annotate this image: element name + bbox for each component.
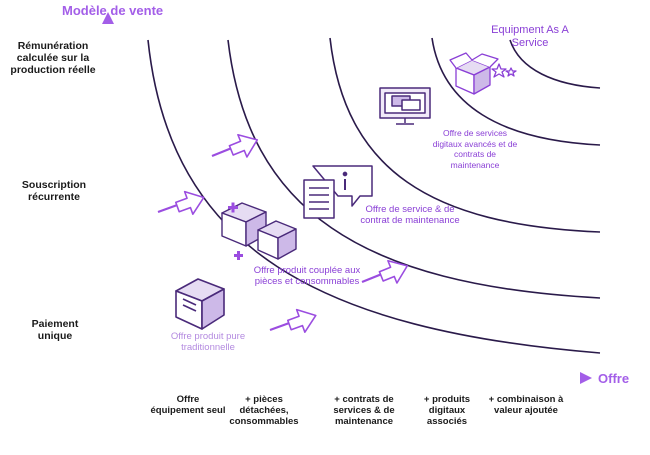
arrow-2: [211, 133, 259, 158]
x-level-parts: + pièces détachées, consommables: [229, 394, 299, 427]
offer-label-service: Offre de service & de contrat de mainten…: [360, 204, 460, 226]
arc-4: [431, 37, 601, 146]
x-level-digital: + produits digitaux associés: [423, 394, 471, 427]
x-level-services: + contrats de services & de maintenance: [333, 394, 395, 427]
document-info-icon: [303, 165, 373, 219]
offer-label-traditional: Offre produit pure traditionnelle: [170, 331, 246, 353]
x-axis-arrowhead: [580, 372, 592, 384]
offer-label-parts: Offre produit couplée aux pièces et cons…: [253, 265, 361, 287]
arrow-3: [269, 308, 317, 334]
arc-2: [227, 39, 601, 299]
progression-arrows: [157, 133, 409, 334]
arc-3: [329, 37, 601, 233]
arc-5: [509, 39, 601, 89]
y-level-recurring: Souscription récurrente: [21, 179, 87, 203]
box-stars-icon: [449, 52, 517, 95]
arc-1: [147, 39, 601, 354]
offer-label-digital: Offre de services digitaux avancés et de…: [432, 128, 518, 170]
x-level-equipment: Offre équipement seul: [150, 394, 226, 416]
boxes-plus-icon: [221, 202, 297, 260]
y-level-one-time: Paiement unique: [31, 318, 79, 342]
offer-label-eaas: Equipment As A Service: [491, 24, 569, 49]
x-axis-title: Offre: [598, 371, 630, 386]
y-axis-arrowhead: [102, 12, 114, 24]
maturity-arcs: [147, 37, 601, 354]
y-axis-title: Modèle de vente: [62, 3, 164, 18]
y-level-production: Rémunération calculée sur la production …: [10, 40, 96, 76]
arrow-4: [361, 259, 409, 284]
arrow-1: [157, 190, 205, 216]
x-level-combination: + combinaison à valeur ajoutée: [488, 394, 564, 416]
monitor-icon: [379, 87, 431, 125]
box-icon: [175, 278, 225, 330]
